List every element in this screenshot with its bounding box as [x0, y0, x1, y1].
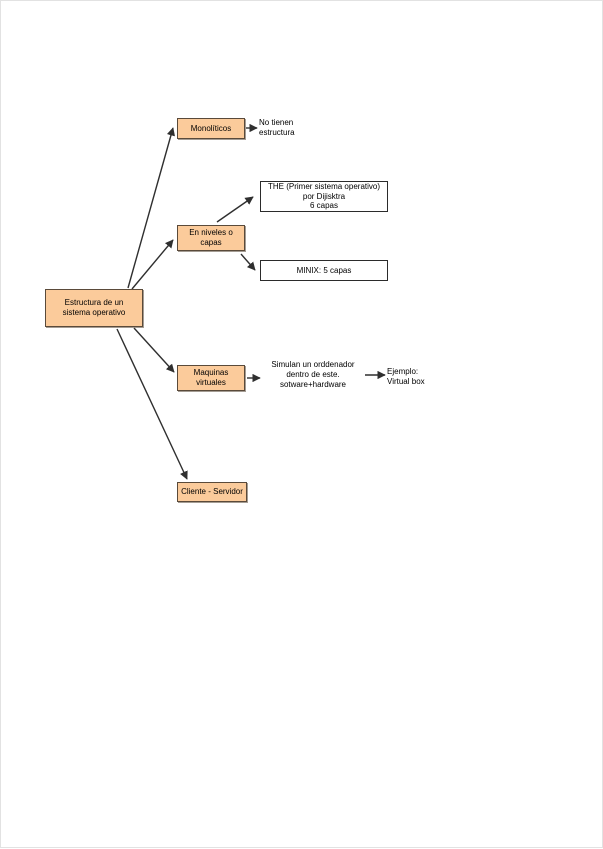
node-no-estructura-label: No tienen estructura [259, 118, 295, 137]
node-cliente-servidor-label: Cliente - Servidor [181, 487, 243, 497]
edge-niveles-to-minix [240, 253, 256, 271]
node-the: THE (Primer sistema operativo) por Dijis… [260, 181, 388, 212]
edge-root-to-niveles [131, 239, 174, 290]
node-ejemplo-label: Ejemplo: Virtual box [387, 367, 425, 386]
edge-root-to-cliente [116, 328, 188, 480]
node-monoliticos[interactable]: Monolíticos [177, 118, 245, 139]
node-simulan-label: Simulan un orddenador dentro de este. so… [271, 360, 355, 389]
edge-root-to-monoliticos [127, 127, 175, 289]
node-ejemplo: Ejemplo: Virtual box [387, 364, 453, 390]
node-minix: MINIX: 5 capas [260, 260, 388, 281]
node-en-niveles-o-capas[interactable]: En niveles o capas [177, 225, 245, 251]
node-root-label: Estructura de un sistema operativo [62, 298, 126, 317]
edge-root-to-maquinas [133, 327, 175, 373]
node-simulan: Simulan un orddenador dentro de este. so… [263, 356, 363, 394]
edge-niveles-to-the [216, 196, 254, 223]
node-no-estructura: No tienen estructura [259, 113, 337, 143]
node-root[interactable]: Estructura de un sistema operativo [45, 289, 143, 327]
node-maquinas-virtuales-label: Maquinas virtuales [193, 368, 229, 387]
node-maquinas-virtuales[interactable]: Maquinas virtuales [177, 365, 245, 391]
node-the-label: THE (Primer sistema operativo) por Dijis… [267, 181, 381, 211]
node-monoliticos-label: Monolíticos [190, 123, 232, 133]
node-en-niveles-o-capas-label: En niveles o capas [189, 228, 233, 247]
node-minix-label: MINIX: 5 capas [296, 265, 352, 275]
node-cliente-servidor[interactable]: Cliente - Servidor [177, 482, 247, 502]
